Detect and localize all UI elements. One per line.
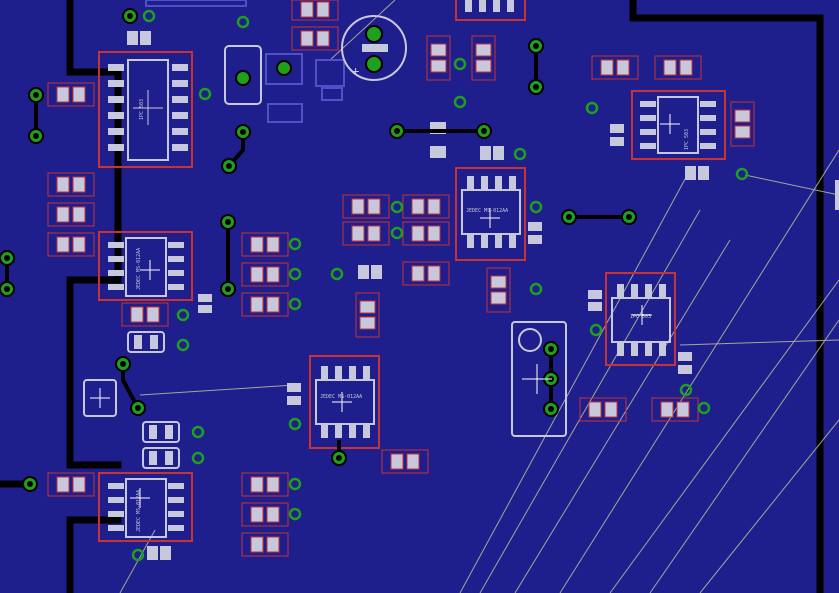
- ic-package-top-partial[interactable]: [455, 0, 526, 21]
- through-hole-jumpers[interactable]: [0, 8, 637, 492]
- vias[interactable]: [131, 9, 749, 562]
- ic-label-g: IPC 503: [684, 129, 690, 150]
- ratsnest-lines: [119, 0, 839, 593]
- ic-package-c[interactable]: JEDEC MS-012AA: [98, 472, 193, 542]
- polarity-mark: +: [352, 64, 359, 78]
- ic-label-a: IPC 503: [139, 99, 145, 120]
- smd-pads[interactable]: [127, 31, 839, 560]
- ic-package-a[interactable]: IPC 503: [98, 51, 193, 168]
- ic-label-b: JEDEC MS-012AA: [136, 248, 142, 290]
- ic-package-d[interactable]: JEDEC MS-012AA: [455, 167, 526, 261]
- radial-capacitor[interactable]: +: [341, 15, 407, 81]
- ic-package-g[interactable]: IPC 503: [631, 90, 726, 160]
- capacitor-pads: [134, 0, 345, 465]
- ic-label-c: JEDEC MS-012AA: [136, 490, 142, 532]
- ic-package-e[interactable]: IPC 503: [605, 272, 676, 366]
- ic-label-d: JEDEC MS-012AA: [466, 208, 508, 214]
- origin-crosshairs: [90, 114, 680, 508]
- ic-package-f[interactable]: JEDEC MS-012AA: [309, 355, 380, 449]
- ic-package-b[interactable]: JEDEC MS-012AA: [98, 231, 193, 301]
- ic-label-e: IPC 503: [630, 314, 651, 320]
- ic-label-f: JEDEC MS-012AA: [320, 394, 362, 400]
- passive-components[interactable]: [47, 0, 755, 557]
- capacitor-footprints[interactable]: [83, 45, 567, 469]
